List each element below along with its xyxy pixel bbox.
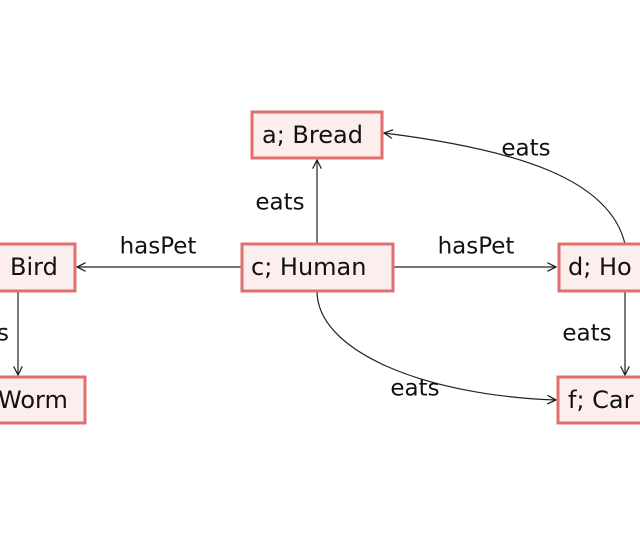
- node-label: c; Human: [251, 253, 366, 281]
- edge-label-bird-worm: s: [0, 321, 9, 347]
- node-bread: a; Bread: [250, 110, 384, 160]
- node-label: a; Bread: [262, 121, 363, 149]
- node-human: c; Human: [240, 242, 395, 293]
- node-label: Worm: [0, 386, 68, 414]
- edge-label-ho-car: eats: [562, 321, 611, 347]
- node-worm: Worm: [0, 375, 87, 425]
- node-label: Bird: [10, 253, 58, 281]
- edge-label-ho-bread: eats: [501, 136, 550, 162]
- node-label: d; Ho: [568, 253, 632, 281]
- edge-label-human-bread: eats: [255, 190, 304, 216]
- node-car: f; Car: [556, 375, 640, 425]
- node-bird: Bird: [0, 242, 77, 293]
- edge-human-car: [316, 290, 556, 400]
- node-label: f; Car: [568, 386, 634, 414]
- edge-label-human-bird: hasPet: [120, 234, 197, 260]
- edge-label-human-ho: hasPet: [438, 234, 515, 260]
- node-ho: d; Ho: [557, 242, 640, 293]
- edge-label-human-car: eats: [390, 376, 439, 402]
- edge-ho-bread: [384, 133, 626, 245]
